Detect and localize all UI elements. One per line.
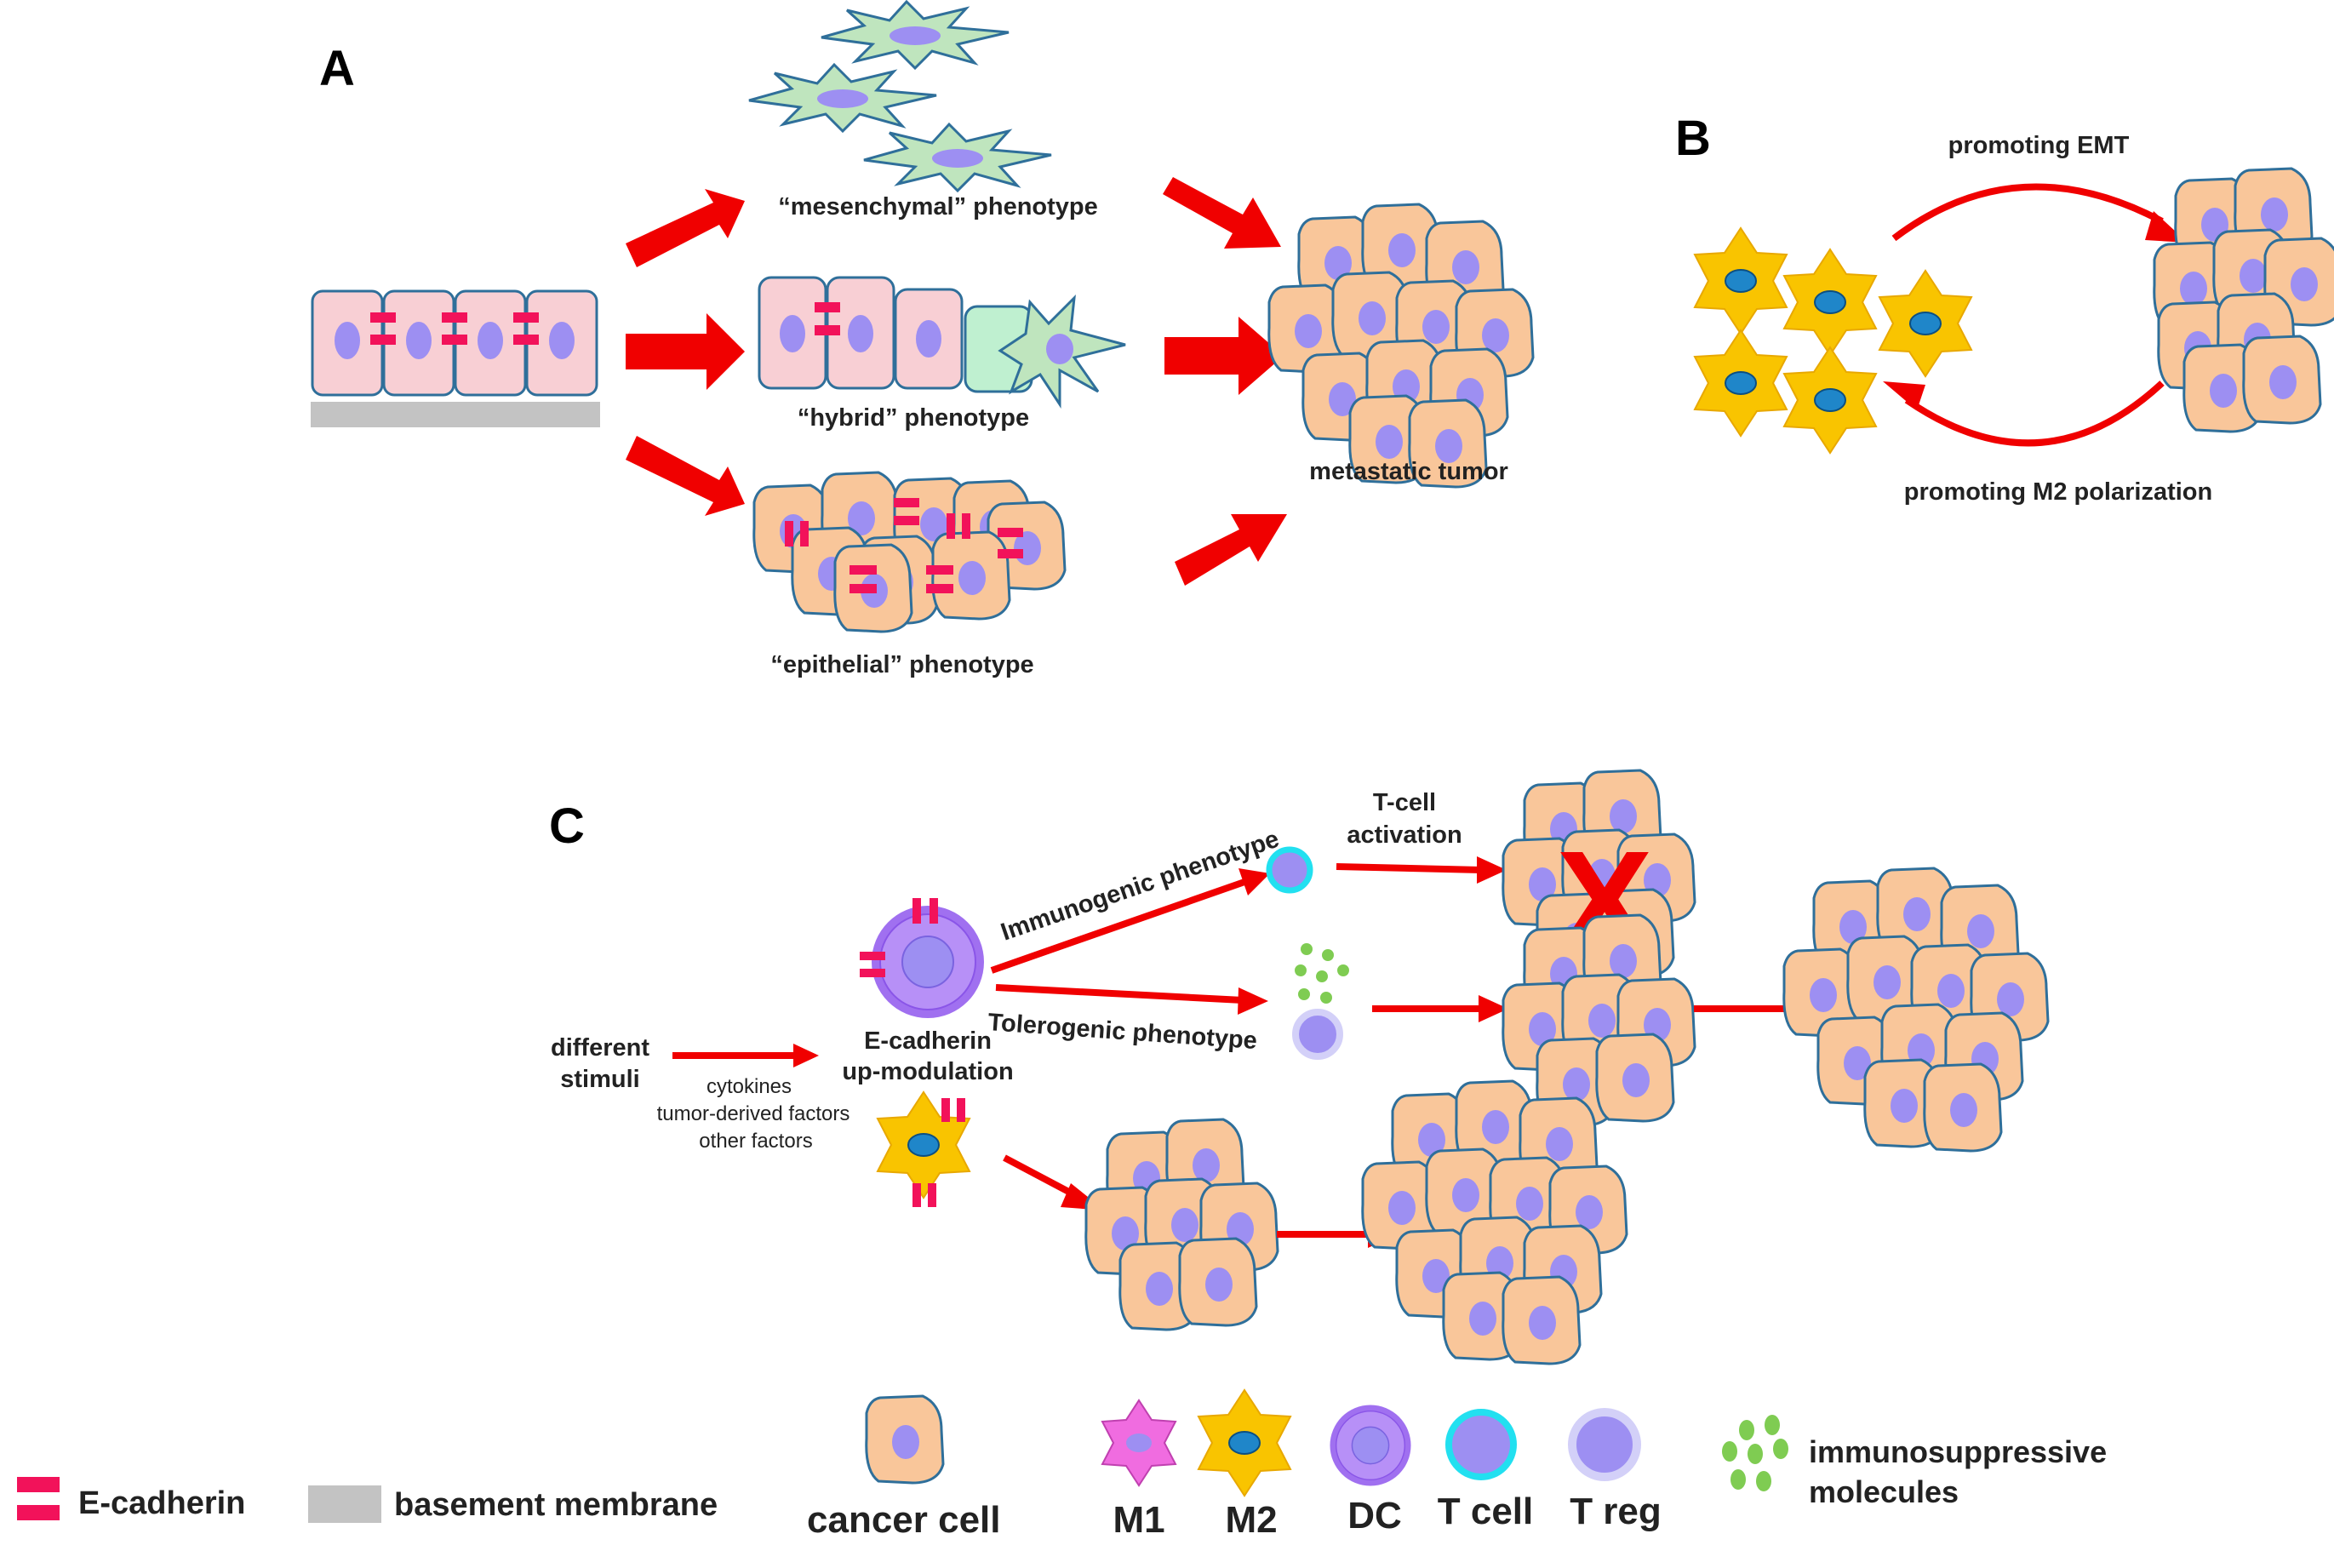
hybrid-label: “hybrid” phenotype: [798, 404, 1029, 432]
factor-other: other factors: [699, 1130, 812, 1153]
tcell-arrowhead: [1477, 856, 1507, 884]
stimuli-arrowhead: [793, 1044, 819, 1067]
legend-immuno-label-line2: molecules: [1809, 1474, 1959, 1509]
legend-m1-label: M1: [1113, 1499, 1164, 1541]
legend-immuno-dots: [1722, 1415, 1788, 1491]
cycle-arrowhead-bottom: [1883, 381, 1925, 410]
legend-immuno-label-line1: immunosuppressive: [1809, 1434, 2107, 1469]
stimuli-label-line1: different: [551, 1034, 649, 1062]
ecadherin-label-line1: E-cadherin: [864, 1027, 992, 1055]
legend-dc-label: DC: [1347, 1495, 1402, 1537]
legend-tcell-icon: [1445, 1409, 1517, 1480]
legend: E-cadherin basement membrane cancer cell…: [17, 1389, 2107, 1541]
legend-m2-label: M2: [1225, 1499, 1277, 1541]
panel-b-tumor-cluster: [2153, 167, 2334, 433]
legend-dc-icon: [1329, 1404, 1412, 1487]
m2-tumor-cluster: [1086, 1119, 1278, 1330]
arrow-to-hybrid: [626, 313, 745, 390]
arrow-to-epithelial: [626, 436, 745, 516]
legend-ecadherin-swatch: [17, 1477, 60, 1492]
arrow-to-mesenchymal: [626, 189, 745, 267]
stimuli-label-line2: stimuli: [560, 1066, 639, 1093]
m2-macrophage-group: [1694, 227, 1972, 454]
t-cell: [1266, 846, 1313, 894]
epithelial-label: “epithelial” phenotype: [770, 651, 1033, 678]
tolerogenic-arrowhead: [1238, 987, 1268, 1015]
legend-m1-icon: [1101, 1399, 1176, 1486]
dendritic-cell: [871, 905, 985, 1019]
dc-ecadherin-marks: [860, 898, 938, 977]
legend-membrane-swatch: [308, 1485, 381, 1523]
tcell-arrow-line: [1336, 863, 1482, 873]
ecadherin-label-line2: up-modulation: [842, 1058, 1013, 1085]
factor-cytokines: cytokines: [706, 1075, 792, 1098]
arrow-hybrid-to-tumor: [1164, 317, 1284, 395]
metastatic-tumor-cluster: [1269, 204, 1533, 487]
legend-tcell-label: T cell: [1438, 1491, 1534, 1532]
large-tumor-cluster-bottom: [1363, 1081, 1627, 1364]
panel-label-b: B: [1675, 111, 1711, 166]
legend-treg-icon: [1568, 1408, 1641, 1481]
basement-membrane: [311, 402, 600, 427]
promoting-m2-label: promoting M2 polarization: [1904, 478, 2213, 506]
m2-ecadherin-marks: [912, 1098, 965, 1207]
cycle-arc-top: [1891, 183, 2164, 242]
metastatic-tumor-label: metastatic tumor: [1309, 458, 1508, 485]
factor-tumor-derived: tumor-derived factors: [657, 1102, 850, 1125]
arrow-epi-to-tumor: [1175, 514, 1287, 586]
panel-label-c: C: [549, 798, 585, 854]
large-tumor-cluster-right: [1784, 868, 2048, 1151]
mesenchymal-cells: [747, 0, 1053, 192]
epithelial-cluster: [752, 471, 1067, 633]
legend-ecadherin-swatch-2: [17, 1505, 60, 1520]
legend-membrane-label: basement membrane: [394, 1487, 718, 1523]
epithelial-layer: [311, 289, 600, 427]
treg-arrowhead: [1479, 995, 1508, 1022]
tcell-activation-line1: T-cell: [1373, 789, 1436, 816]
m2-arrow-line: [1003, 1154, 1078, 1199]
hybrid-cells: [758, 276, 1126, 409]
panel-label-a: A: [319, 41, 355, 96]
tolerogenic-label: Tolerogenic phenotype: [987, 1009, 1258, 1055]
m2-macrophage-c: [877, 1091, 970, 1199]
tcell-activation-line2: activation: [1347, 821, 1462, 849]
legend-cancer-icon: [865, 1394, 945, 1485]
arrow-mes-to-tumor: [1163, 177, 1281, 249]
legend-ecadherin-label: E-cadherin: [78, 1485, 245, 1521]
immunogenic-arrow-line: [990, 878, 1249, 974]
legend-treg-label: T reg: [1570, 1491, 1662, 1532]
immunosuppressive-dots: [1295, 943, 1349, 1004]
mesenchymal-label: “mesenchymal” phenotype: [778, 193, 1098, 220]
tolerogenic-arrow-line: [995, 984, 1244, 1004]
immunogenic-arrowhead: [1239, 868, 1270, 896]
cycle-arc-bottom: [1904, 381, 2165, 447]
promoting-emt-label: promoting EMT: [1948, 132, 2130, 159]
legend-m2-icon: [1198, 1389, 1291, 1496]
legend-cancer-label: cancer cell: [807, 1499, 1001, 1541]
t-reg-cell: [1292, 1009, 1343, 1060]
